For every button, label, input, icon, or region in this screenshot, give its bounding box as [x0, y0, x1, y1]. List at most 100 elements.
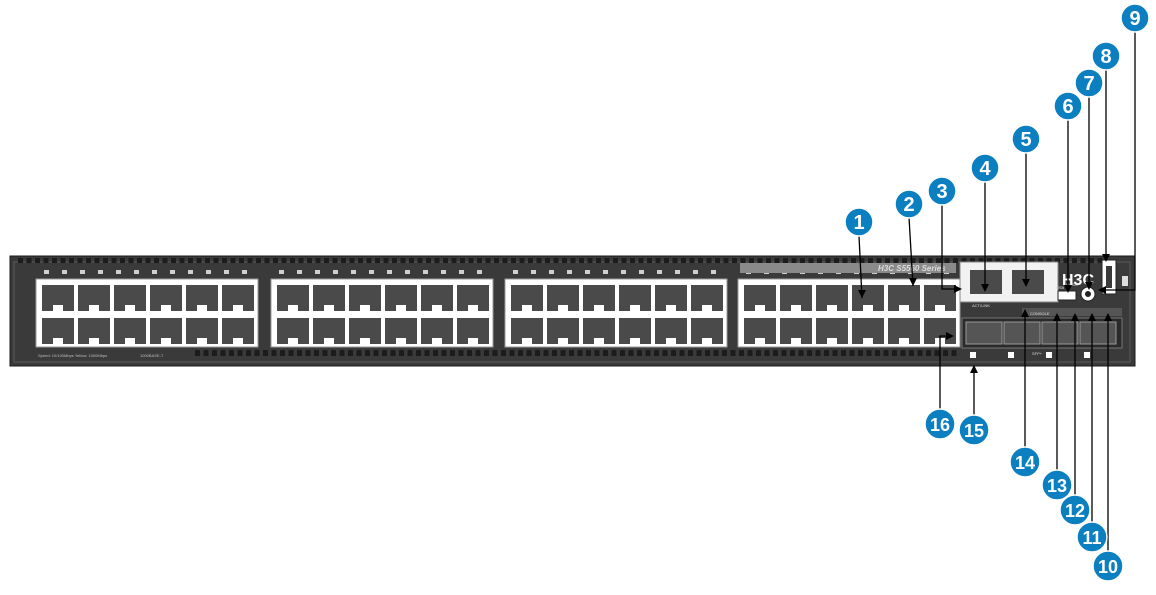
- vent-slot: [552, 350, 557, 356]
- vent-slot: [798, 350, 804, 356]
- vent-slot: [298, 258, 304, 263]
- vent-slot: [934, 350, 940, 356]
- callout-16: 16: [924, 408, 956, 440]
- vent-slot: [1029, 258, 1035, 263]
- vent-slot: [679, 350, 685, 356]
- sfp-port-3[interactable]: [1041, 321, 1079, 345]
- rj45-port-latch: [899, 305, 909, 311]
- vent-slot: [229, 350, 234, 356]
- rj45-port-latch: [396, 338, 406, 344]
- port-led: [657, 270, 662, 274]
- mgmt-port[interactable]: [970, 270, 1002, 294]
- rj45-port-latch: [360, 305, 370, 311]
- callout-8: 8: [1091, 41, 1121, 71]
- vent-slot: [562, 258, 567, 263]
- usb-port[interactable]: [1057, 290, 1077, 301]
- vent-slot: [553, 258, 559, 263]
- vent-slot: [256, 258, 261, 263]
- callout-13: 13: [1041, 469, 1073, 501]
- vent-slot: [230, 258, 236, 263]
- callout-number: 14: [1015, 453, 1035, 473]
- rj45-port-panels: [35, 270, 961, 348]
- vent-slot: [373, 350, 379, 356]
- arrow-15: [970, 365, 978, 373]
- vent-slot: [1055, 258, 1060, 263]
- rj45-port-latch: [863, 338, 873, 344]
- vent-slot: [400, 258, 406, 263]
- vent-slot: [834, 258, 839, 263]
- callout-circle: [970, 153, 1000, 183]
- vent-slot: [273, 258, 278, 263]
- vent-slot: [162, 258, 168, 263]
- callout-circle: [958, 414, 990, 446]
- vent-slot: [358, 258, 363, 263]
- vent-slot: [535, 350, 540, 356]
- status-leds-row: [1022, 308, 1122, 316]
- vent-slot: [426, 258, 431, 263]
- vent-slot: [739, 350, 744, 356]
- rj45-port-latch: [827, 305, 837, 311]
- sfp-port-2[interactable]: [1003, 321, 1041, 345]
- rj45-port-latch: [791, 338, 801, 344]
- vent-slot: [859, 258, 865, 263]
- vent-slot: [900, 350, 906, 356]
- vent-slot: [1080, 258, 1086, 263]
- leader-9: [1100, 32, 1136, 291]
- vent-slot: [688, 350, 693, 356]
- vent-slot: [528, 258, 533, 263]
- rj45-port-latch: [791, 305, 801, 311]
- vent-slot: [596, 258, 601, 263]
- port-led: [62, 270, 67, 274]
- rj45-port-latch: [666, 338, 676, 344]
- vent-slot: [570, 258, 576, 263]
- arrow-4: [981, 284, 989, 292]
- vent-slot: [390, 350, 396, 356]
- vent-slot: [893, 258, 899, 263]
- bottom-vents: [195, 350, 957, 356]
- port-led: [405, 270, 410, 274]
- port-led: [711, 270, 716, 274]
- vent-slot: [766, 258, 771, 263]
- vent-slot: [77, 258, 83, 263]
- vent-slot: [220, 350, 226, 356]
- sfp-label: SFP+: [1032, 351, 1043, 356]
- sfp-port-1[interactable]: [965, 321, 1003, 345]
- vent-slot: [545, 258, 550, 263]
- vent-slot: [382, 350, 387, 356]
- callout-number: 3: [936, 181, 947, 203]
- callout-circle: [1091, 41, 1121, 71]
- vent-slot: [645, 350, 651, 356]
- vent-slot: [247, 258, 253, 263]
- rj45-port-latch: [630, 305, 640, 311]
- vent-slot: [416, 350, 421, 356]
- vent-slot: [475, 350, 481, 356]
- rj45-port-latch: [755, 305, 765, 311]
- vent-slot: [781, 350, 787, 356]
- vent-slot: [332, 258, 338, 263]
- callout-circle: [844, 207, 874, 237]
- vent-slot: [1038, 258, 1043, 263]
- vent-slot: [120, 258, 125, 263]
- vent-slot: [331, 350, 336, 356]
- vent-slot: [434, 258, 440, 263]
- vent-slot: [239, 258, 244, 263]
- port-led: [224, 270, 229, 274]
- port-led: [423, 270, 428, 274]
- vent-slot: [441, 350, 447, 356]
- rj45-port-latch: [558, 338, 568, 344]
- rj45-port-latch: [899, 338, 909, 344]
- vent-slot: [307, 258, 312, 263]
- vent-slot: [399, 350, 404, 356]
- arrow-1: [858, 290, 866, 298]
- sfp-port-4[interactable]: [1079, 321, 1117, 345]
- vent-slot: [407, 350, 413, 356]
- rj45-port-latch: [324, 338, 334, 344]
- port-group-ports-37-48: [737, 270, 961, 348]
- vent-slot: [705, 350, 710, 356]
- vent-slot: [111, 258, 117, 263]
- rj45-port-latch: [594, 338, 604, 344]
- vent-slot: [875, 350, 880, 356]
- bottom-label-mid: 1000BASE-T: [140, 353, 164, 358]
- vent-slot: [849, 350, 855, 356]
- rj45-port-latch: [360, 338, 370, 344]
